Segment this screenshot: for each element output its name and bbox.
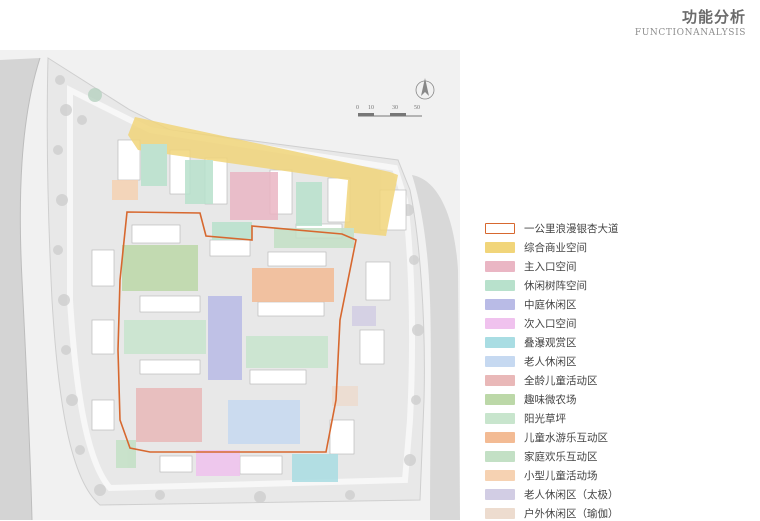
legend-swatch-elderly bbox=[485, 355, 515, 367]
zone-farm bbox=[122, 245, 198, 291]
legend-label: 叠瀑观赏区 bbox=[524, 336, 577, 349]
scale-label-10: 10 bbox=[368, 105, 374, 111]
legend-swatch-yoga bbox=[485, 507, 515, 519]
legend-label: 全龄儿童活动区 bbox=[524, 374, 598, 387]
legend-item-all-age-kids: 全龄儿童活动区 bbox=[485, 373, 598, 387]
legend-label: 主入口空间 bbox=[524, 260, 577, 273]
zone-commercial bbox=[128, 117, 398, 236]
legend-item-route: 一公里浪漫银杏大道 bbox=[485, 221, 619, 235]
legend-label: 小型儿童活动场 bbox=[524, 469, 598, 482]
scale-bar: 0 10 30 50 bbox=[356, 105, 422, 117]
zone-family-2 bbox=[116, 440, 136, 468]
legend-item-yoga: 户外休闲区（瑜伽） bbox=[485, 506, 619, 520]
legend-item-courtyard: 中庭休闲区 bbox=[485, 297, 577, 311]
zone-secondary-entrance bbox=[196, 450, 240, 476]
zone-lawn-1 bbox=[124, 320, 206, 354]
legend-label: 儿童水游乐互动区 bbox=[524, 431, 608, 444]
zone-elderly bbox=[228, 400, 300, 444]
zone-leisure-trees-1 bbox=[141, 144, 167, 186]
legend-swatch-courtyard bbox=[485, 298, 515, 310]
legend-swatch-small-kids bbox=[485, 469, 515, 481]
legend-item-small-kids: 小型儿童活动场 bbox=[485, 468, 598, 482]
legend-item-farm: 趣味微农场 bbox=[485, 392, 577, 406]
legend-item-main-entrance: 主入口空间 bbox=[485, 259, 577, 273]
zone-lawn-2 bbox=[246, 336, 328, 368]
legend-item-leisure-trees: 休闲树阵空间 bbox=[485, 278, 587, 292]
legend-swatch-leisure-trees bbox=[485, 279, 515, 291]
river-left-bank bbox=[19, 57, 41, 520]
zone-leisure-trees-3 bbox=[296, 182, 322, 226]
legend-label: 综合商业空间 bbox=[524, 241, 587, 254]
functional-zones bbox=[112, 117, 398, 482]
legend-label: 中庭休闲区 bbox=[524, 298, 577, 311]
zone-all-age-kids bbox=[136, 388, 202, 442]
legend-swatch-secondary-entrance bbox=[485, 317, 515, 329]
site-plan-map: 0 10 30 50 bbox=[0, 50, 460, 520]
zone-leisure-trees-4 bbox=[212, 222, 252, 240]
legend-item-family: 家庭欢乐互动区 bbox=[485, 449, 598, 463]
scale-label-30: 30 bbox=[392, 105, 398, 111]
zone-main-entrance bbox=[230, 172, 278, 220]
legend-label: 家庭欢乐互动区 bbox=[524, 450, 598, 463]
legend-swatch-kids-water bbox=[485, 431, 515, 443]
zone-leisure-trees-2 bbox=[185, 160, 213, 204]
legend-swatch-commercial bbox=[485, 241, 515, 253]
page-title: 功能分析 bbox=[681, 8, 746, 26]
legend-label: 老人休闲区 bbox=[524, 355, 577, 368]
legend-swatch-waterfall bbox=[485, 336, 515, 348]
legend-item-lawn: 阳光草坪 bbox=[485, 411, 566, 425]
legend-label: 次入口空间 bbox=[524, 317, 577, 330]
legend-swatch-family bbox=[485, 450, 515, 462]
zone-taichi bbox=[352, 306, 376, 326]
zone-waterfall bbox=[292, 454, 338, 482]
legend-swatch-farm bbox=[485, 393, 515, 405]
legend-item-secondary-entrance: 次入口空间 bbox=[485, 316, 577, 330]
legend-item-kids-water: 儿童水游乐互动区 bbox=[485, 430, 608, 444]
scale-label-50: 50 bbox=[414, 105, 420, 111]
ginkgo-avenue-route bbox=[117, 211, 357, 453]
river-left bbox=[0, 58, 40, 520]
legend-label: 趣味微农场 bbox=[524, 393, 577, 406]
scale-label-0: 0 bbox=[356, 105, 359, 111]
legend-swatch-all-age-kids bbox=[485, 374, 515, 386]
legend-swatch-taichi bbox=[485, 488, 515, 500]
zone-yoga bbox=[332, 386, 358, 406]
north-arrow-icon bbox=[415, 78, 435, 100]
legend-label: 休闲树阵空间 bbox=[524, 279, 587, 292]
legend-item-elderly: 老人休闲区 bbox=[485, 354, 577, 368]
legend-label: 一公里浪漫银杏大道 bbox=[524, 222, 619, 235]
header: 功能分析 FUNCTIONANALYSIS bbox=[635, 6, 746, 38]
zone-small-kids bbox=[112, 180, 138, 200]
trees bbox=[53, 75, 424, 503]
zone-courtyard bbox=[208, 296, 242, 380]
legend-swatch-lawn bbox=[485, 412, 515, 424]
legend-swatch-route bbox=[485, 222, 515, 234]
legend-swatch-main-entrance bbox=[485, 260, 515, 272]
legend-item-taichi: 老人休闲区（太极） bbox=[485, 487, 619, 501]
legend-item-waterfall: 叠瀑观赏区 bbox=[485, 335, 577, 349]
perimeter-road bbox=[67, 85, 416, 492]
legend-label: 老人休闲区（太极） bbox=[524, 488, 619, 501]
legend-label: 阳光草坪 bbox=[524, 412, 566, 425]
legend-label: 户外休闲区（瑜伽） bbox=[524, 507, 619, 520]
river-right bbox=[412, 175, 460, 520]
zone-kids-water bbox=[252, 268, 334, 302]
legend-item-commercial: 综合商业空间 bbox=[485, 240, 587, 254]
page-subtitle: FUNCTIONANALYSIS bbox=[634, 28, 746, 38]
